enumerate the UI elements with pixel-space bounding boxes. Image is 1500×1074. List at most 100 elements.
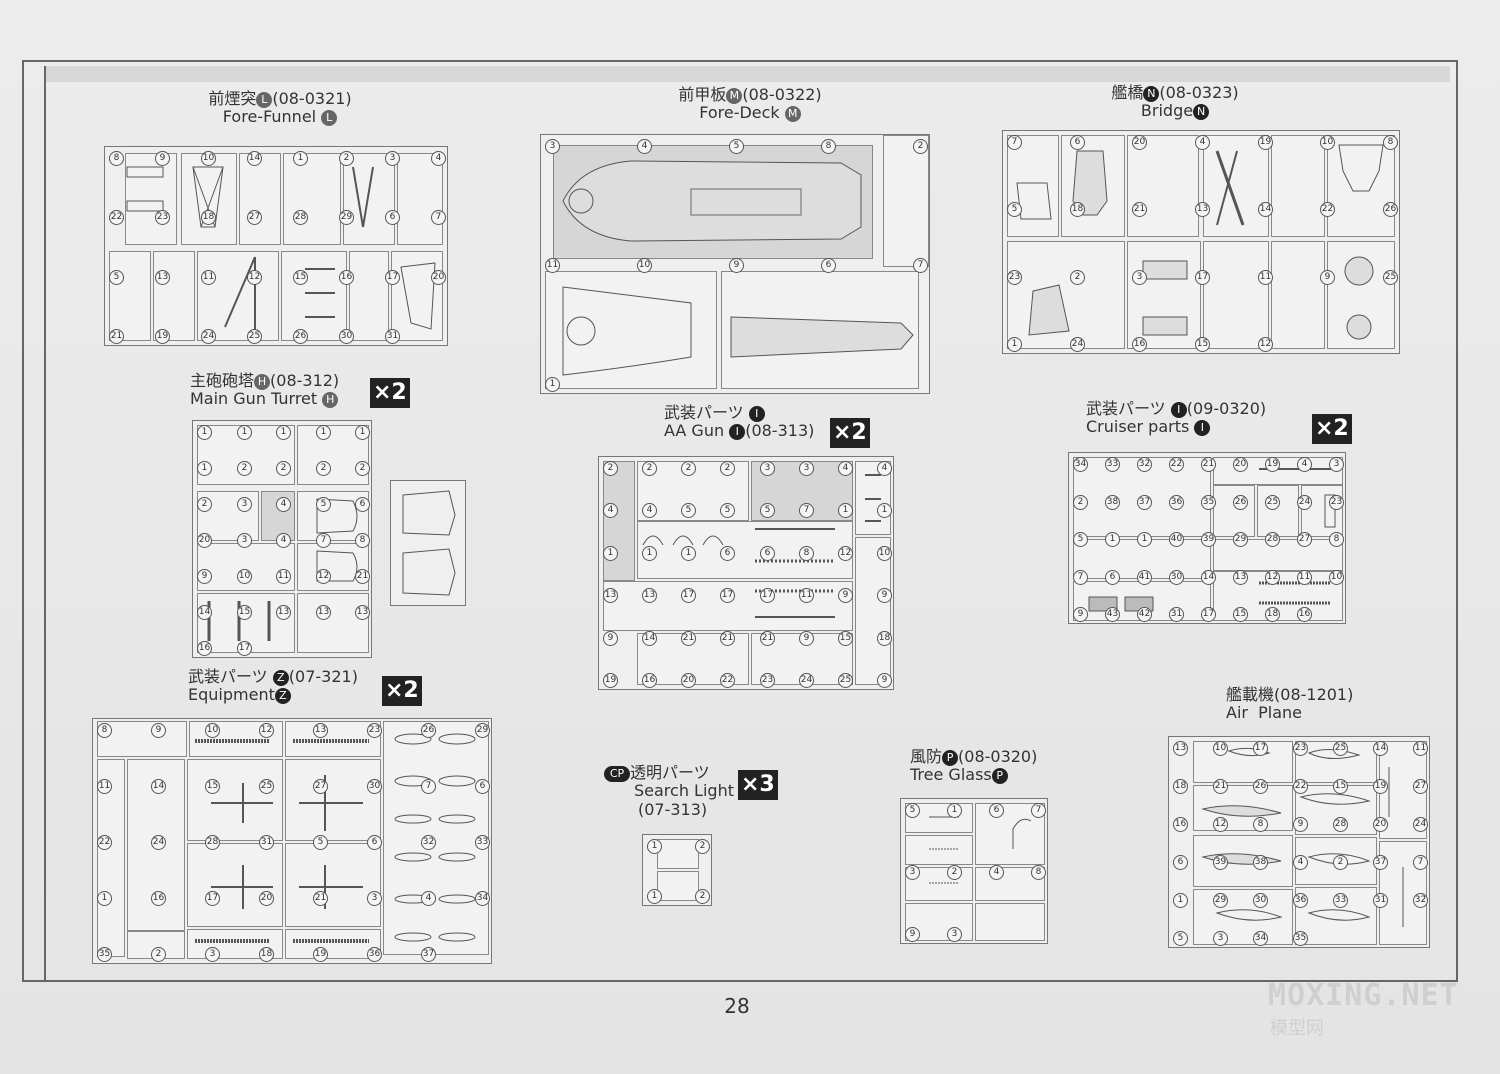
part-number: 25 xyxy=(838,673,853,688)
part-number: 13 xyxy=(603,588,618,603)
part-number: 2 xyxy=(197,497,212,512)
part-number: 27 xyxy=(313,779,328,794)
fore-deck-jp: 前甲板 xyxy=(678,85,727,104)
sprue-letter-badge: P xyxy=(991,767,1008,784)
part-number: 30 xyxy=(1253,893,1268,908)
part-number: 35 xyxy=(97,947,112,962)
part-number: 3 xyxy=(367,891,382,906)
part-number: 1 xyxy=(603,546,618,561)
part-number: 12 xyxy=(1213,817,1228,832)
part-number: 24 xyxy=(1297,495,1312,510)
sprue-cell xyxy=(1295,837,1377,885)
part-number: 6 xyxy=(1173,855,1188,870)
part-number: 3 xyxy=(1329,457,1344,472)
part-number: 2 xyxy=(695,839,710,854)
part-number: 36 xyxy=(1169,495,1184,510)
part-number: 9 xyxy=(151,723,166,738)
part-number: 1 xyxy=(642,546,657,561)
part-number: 8 xyxy=(1329,532,1344,547)
part-number: 6 xyxy=(989,803,1004,818)
part-number: 19 xyxy=(313,947,328,962)
part-number: 11 xyxy=(799,588,814,603)
part-number: 15 xyxy=(293,270,308,285)
part-number: 16 xyxy=(1132,337,1147,352)
sprue-cell xyxy=(975,903,1045,941)
air-plane-code: (08-1201) xyxy=(1274,685,1354,704)
part-number: 28 xyxy=(1333,817,1348,832)
watermark-text: MOXING.NET xyxy=(1268,978,1459,1013)
part-number: 24 xyxy=(201,329,216,344)
part-number: 17 xyxy=(1253,741,1268,756)
part-number: 14 xyxy=(151,779,166,794)
sprue-cell xyxy=(1271,241,1325,349)
sprue-cell xyxy=(285,843,381,927)
part-number: 10 xyxy=(877,546,892,561)
part-number: 6 xyxy=(475,779,490,794)
bridge-code: (08-0323) xyxy=(1159,83,1239,102)
bridge-parts-drawing xyxy=(1016,144,1384,340)
part-number: 21 xyxy=(355,569,370,584)
part-number: 12 xyxy=(1265,570,1280,585)
sprue-cell xyxy=(637,521,853,579)
part-number: 22 xyxy=(1320,202,1335,217)
part-number: 9 xyxy=(905,927,920,942)
tree-glass-jp: 風防 xyxy=(910,747,943,766)
sprue-cell xyxy=(125,153,177,245)
part-number: 11 xyxy=(1258,270,1273,285)
sprue-cell xyxy=(285,759,381,841)
part-number: 10 xyxy=(201,151,216,166)
part-number: 25 xyxy=(259,779,274,794)
part-number: 19 xyxy=(155,329,170,344)
part-number: 6 xyxy=(720,546,735,561)
sprue-cell xyxy=(1193,889,1293,945)
part-number: 1 xyxy=(838,503,853,518)
part-number: 22 xyxy=(1293,779,1308,794)
part-number: 31 xyxy=(259,835,274,850)
part-number: 5 xyxy=(681,503,696,518)
sprue-letter-badge: P xyxy=(942,749,959,766)
aa-gun-title: 武装パーツ I AA Gun I(08-313) xyxy=(664,403,834,441)
sprue-cell xyxy=(281,251,347,341)
part-number: 13 xyxy=(155,270,170,285)
equipment-jp: 武装パーツ xyxy=(188,667,268,686)
part-number: 15 xyxy=(237,605,252,620)
part-number: 1 xyxy=(293,151,308,166)
part-number: 8 xyxy=(821,139,836,154)
part-number: 9 xyxy=(1073,607,1088,622)
part-number: 1 xyxy=(97,891,112,906)
quantity-badge: ×2 xyxy=(382,676,422,706)
part-number: 28 xyxy=(293,210,308,225)
part-number: 8 xyxy=(97,723,112,738)
part-number: 8 xyxy=(799,546,814,561)
part-number: 12 xyxy=(247,270,262,285)
part-number: 18 xyxy=(1265,607,1280,622)
part-number: 1 xyxy=(647,889,662,904)
equipment-code: (07-321) xyxy=(288,667,358,686)
part-number: 21 xyxy=(1132,202,1147,217)
part-number: 11 xyxy=(201,270,216,285)
part-number: 21 xyxy=(313,891,328,906)
part-number: 13 xyxy=(316,605,331,620)
sprue-cell xyxy=(1327,135,1395,237)
part-number: 3 xyxy=(1213,931,1228,946)
part-number: 13 xyxy=(313,723,328,738)
part-number: 20 xyxy=(1132,135,1147,150)
part-number: 4 xyxy=(276,533,291,548)
part-number: 3 xyxy=(237,533,252,548)
part-number: 9 xyxy=(155,151,170,166)
part-number: 29 xyxy=(1233,532,1248,547)
part-number: 14 xyxy=(1201,570,1216,585)
part-number: 2 xyxy=(947,865,962,880)
sprue-cell xyxy=(545,271,717,389)
fore-funnel-code: (08-0321) xyxy=(272,89,352,108)
part-number: 12 xyxy=(838,546,853,561)
aa-gun-jp: 武装パーツ xyxy=(664,403,744,422)
part-number: 37 xyxy=(1137,495,1152,510)
part-number: 10 xyxy=(1329,570,1344,585)
